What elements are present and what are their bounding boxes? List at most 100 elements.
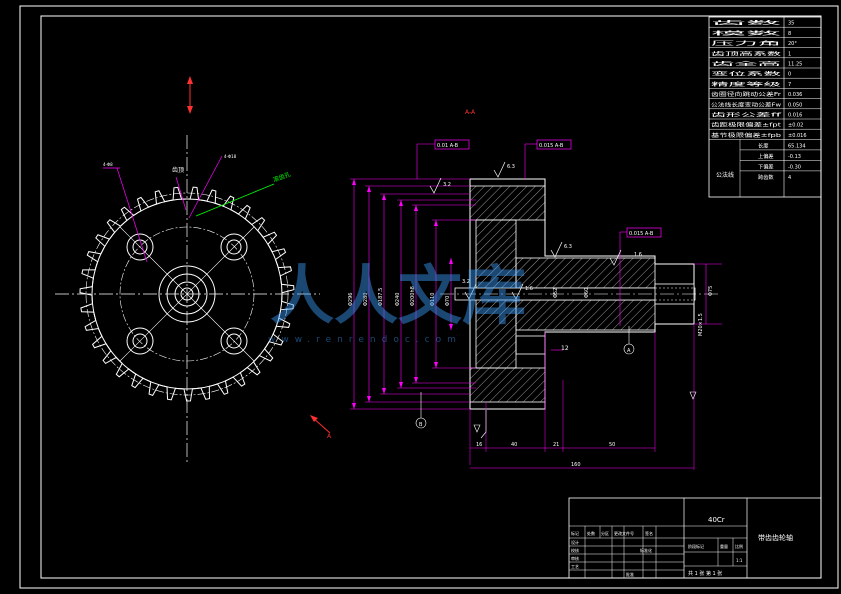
param-name: 齿距极限偏差±fpt	[711, 121, 781, 129]
diameter-label: Φ240	[395, 293, 401, 306]
title-block-header-cell: 签名	[645, 530, 653, 536]
param-value: ±0.02	[788, 123, 803, 129]
thread-label: M20×1.5	[698, 313, 704, 336]
param-value: 0.050	[788, 102, 802, 108]
gear-front-view: A 4-Φ8 齿顶 4-Φ18 滚齿孔	[55, 76, 332, 462]
param-value: 8	[788, 31, 791, 37]
roughness-5: 3.2	[462, 279, 470, 285]
leader-green	[195, 183, 275, 217]
gfx-value: -0.13	[788, 154, 801, 160]
gfx-name: 跨齿数	[758, 173, 774, 181]
title-block: 标记设计校核审核工艺 处数分区更改文件号签名 标准化 批准 40Cr 阶段标记 …	[568, 497, 822, 579]
gfx-name: 下偏差	[758, 162, 774, 170]
watermark-url: www.renrendoc.com	[268, 335, 462, 345]
hatch-upper-rim	[469, 185, 546, 221]
param-name: 齿圈径向跳动公差Fr	[711, 90, 782, 98]
dia-60: Φ60	[584, 288, 590, 298]
gfx-name: 上偏差	[758, 152, 774, 160]
param-name: 压力角	[711, 39, 781, 47]
weight-header: 重量	[720, 543, 728, 549]
leader-right	[188, 155, 223, 219]
diameter-label: Φ110	[430, 293, 436, 306]
gongfaxian-label: 公法线	[716, 171, 734, 179]
section-label-top: A-A	[465, 109, 476, 116]
param-name: 基节极限偏差±fpb	[711, 131, 782, 139]
callout-tooth-label: 齿顶	[172, 166, 184, 174]
diameter-label: Φ200h8	[410, 286, 416, 306]
title-block-row-label: 校核	[571, 547, 579, 553]
param-name: 精度等级	[711, 80, 781, 88]
svg-text:B: B	[419, 422, 423, 428]
title-block-row-label: 标记	[571, 530, 579, 536]
len-40: 40	[511, 442, 517, 448]
param-value: 7	[788, 82, 791, 88]
param-name: 齿全高	[711, 60, 781, 68]
datum-a: A	[623, 326, 635, 355]
section-label-bottom: A	[327, 433, 332, 440]
hatch-shaft-top	[515, 257, 656, 289]
len-160: 160	[571, 462, 581, 468]
param-name: 变位系数	[711, 70, 784, 78]
param-value: 1	[788, 51, 791, 57]
diameter-label: Φ280	[363, 293, 369, 306]
roughness-symbols	[429, 161, 622, 300]
datum-b: B	[415, 392, 427, 429]
param-name: 模数	[711, 29, 786, 37]
part-name: 带齿齿轮轴	[758, 533, 793, 542]
length-dimensions	[470, 264, 707, 469]
gdt-frame-2: 0.015 A-B	[524, 139, 572, 179]
scale-value: 1:1	[736, 558, 743, 563]
watermark-text: 人人文库	[270, 260, 526, 334]
gfx-value: 4	[788, 175, 791, 181]
leader-holes	[116, 167, 148, 263]
diameter-label: Φ70	[445, 296, 451, 306]
keyway-width: 12	[561, 345, 569, 352]
len-50: 50	[609, 442, 615, 448]
title-block-row-label: 审核	[571, 555, 579, 561]
gfx-value: 65.134	[788, 143, 806, 149]
diameter-dimensions: Φ296 Φ280 Φ187.5 Φ240 Φ200h8 Φ110 Φ70	[348, 179, 453, 409]
svg-text:0.015 A-B: 0.015 A-B	[629, 231, 654, 237]
title-block-row-label: 设计	[571, 539, 579, 545]
inner-border	[40, 15, 822, 579]
extension-lines	[350, 178, 722, 470]
param-name: 齿数	[711, 19, 786, 27]
param-value: 11.25	[788, 62, 802, 68]
param-value: 0.036	[788, 92, 802, 98]
title-block-header-cell: 处数	[587, 530, 595, 536]
diameter-label: Φ296	[348, 293, 354, 306]
param-name: 公法线长度变动公差Fw	[711, 100, 782, 108]
param-value: 0.016	[788, 113, 802, 119]
dia-75: Φ75	[708, 286, 714, 296]
outer-border	[19, 5, 839, 589]
callout-right-label: 4-Φ18	[224, 154, 237, 159]
param-value: ±0.016	[788, 133, 807, 139]
svg-text:0.015 A-B: 0.015 A-B	[539, 143, 564, 149]
roughness-4: 1.6	[634, 252, 642, 258]
title-block-row-label: 工艺	[571, 564, 579, 569]
roughness-2: 3.2	[443, 182, 451, 188]
param-name: 齿顶高系数	[711, 49, 783, 57]
title-block-header-cell: 分区	[601, 530, 609, 536]
param-value: 0	[788, 72, 791, 78]
len-21: 21	[553, 442, 559, 448]
roughness-1: 6.3	[507, 164, 515, 170]
hatch-shaft-bottom	[515, 299, 656, 331]
diagonal-center-line-2	[119, 226, 255, 362]
gfx-name: 长度	[758, 141, 768, 149]
param-value: 20°	[788, 41, 797, 47]
material-label: 40Cr	[708, 516, 725, 524]
standardize-label: 标准化	[640, 547, 652, 553]
diameter-label: Φ187.5	[378, 288, 384, 306]
callout-holes-label: 4-Φ8	[103, 162, 113, 167]
svg-text:0.01 A-B: 0.01 A-B	[437, 143, 459, 149]
param-name: 齿形公差ff	[711, 111, 782, 119]
param-value: 35	[788, 21, 794, 27]
svg-text:A: A	[627, 348, 631, 354]
gfx-value: -0.30	[788, 164, 801, 170]
title-block-header-cell: 更改文件号	[614, 530, 634, 536]
leader-tooth-top	[175, 176, 187, 211]
